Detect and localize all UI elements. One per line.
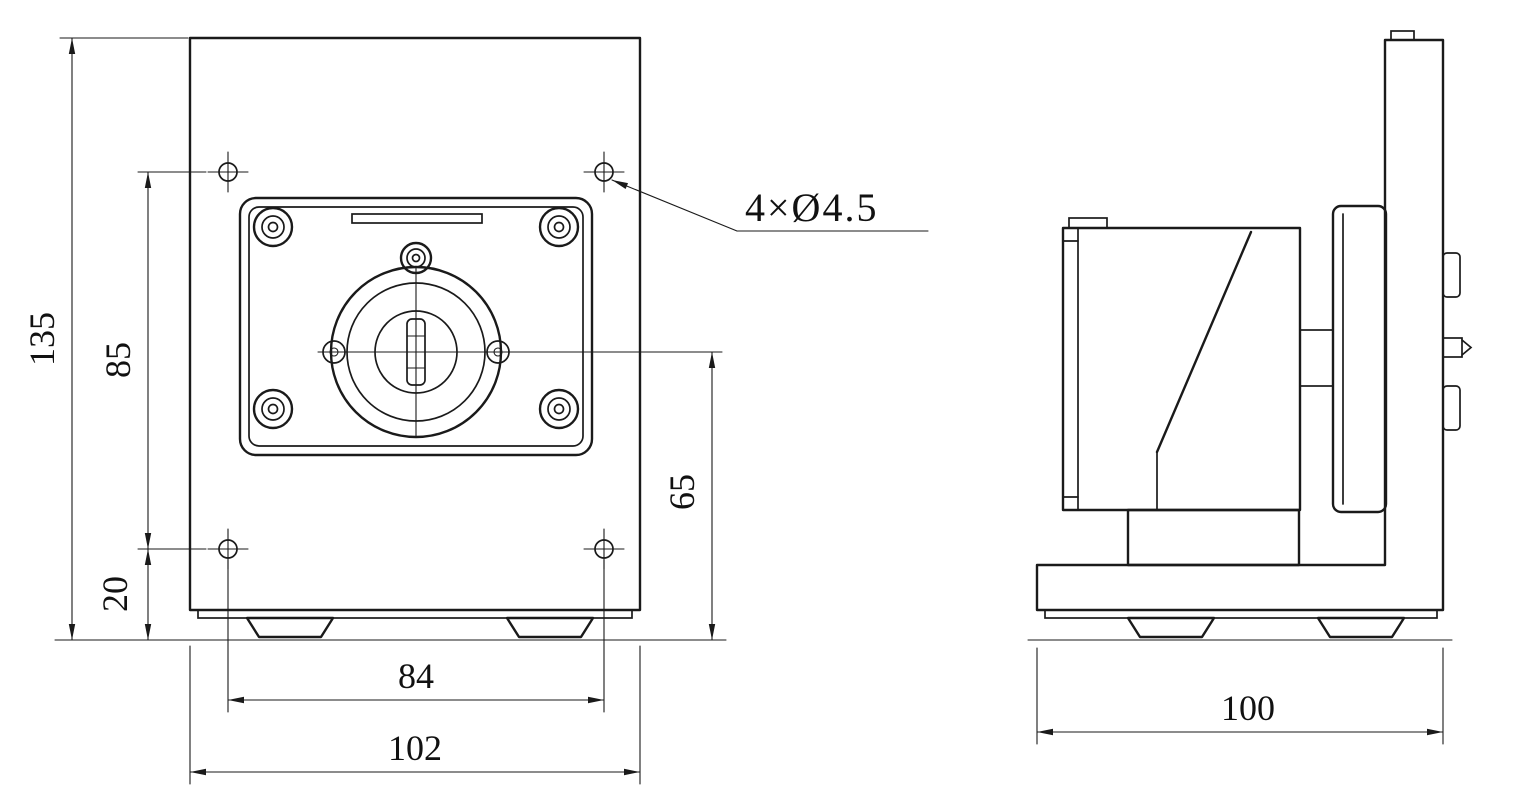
shaft-end xyxy=(1442,337,1463,358)
screw xyxy=(538,388,580,430)
side-view: 100 xyxy=(1027,30,1473,745)
hole-callout: 4×Ø4.5 xyxy=(611,179,929,232)
pump-head-side xyxy=(1299,204,1473,514)
tube-ports xyxy=(1442,252,1473,431)
dim-hole-spacing-horizontal: 84 xyxy=(398,656,434,696)
front-plate xyxy=(188,36,642,619)
motor-body xyxy=(1061,217,1302,512)
centerlines xyxy=(317,267,723,438)
front-dimensions: 135 85 20 65 84 102 xyxy=(22,37,929,785)
vent-slot xyxy=(351,213,483,224)
cover-chamfer xyxy=(1155,230,1253,454)
side-dimensions: 100 xyxy=(1036,647,1444,745)
dim-hole-spacing-vertical: 85 xyxy=(98,342,138,378)
shaft-tip xyxy=(1461,339,1473,356)
pedestal xyxy=(1126,508,1301,567)
tube-port-upper xyxy=(1442,252,1461,298)
bracket-top-tab xyxy=(1390,30,1415,41)
side-feet xyxy=(1027,616,1453,641)
pump-head-face xyxy=(238,196,594,457)
mounting-holes xyxy=(207,151,625,570)
dim-overall-width: 102 xyxy=(388,728,442,768)
dim-overall-height: 135 xyxy=(22,312,62,366)
front-view: 135 85 20 65 84 102 xyxy=(22,36,929,785)
dim-overall-depth: 100 xyxy=(1221,688,1275,728)
screw xyxy=(252,206,294,248)
front-feet xyxy=(245,616,595,639)
dim-center-to-base: 65 xyxy=(662,474,702,510)
screw xyxy=(252,388,294,430)
mounting-hole xyxy=(207,151,249,193)
head-corner-screws xyxy=(252,206,580,430)
dim-bottom-hole-offset: 20 xyxy=(95,576,135,612)
mounting-hole xyxy=(583,151,625,193)
terminal-tab xyxy=(1068,217,1108,229)
tube-port-lower xyxy=(1442,385,1461,431)
dim-hole-callout: 4×Ø4.5 xyxy=(745,185,878,230)
screw xyxy=(538,206,580,248)
side-bracket xyxy=(1035,30,1445,619)
shaft-coupling xyxy=(1299,329,1334,387)
